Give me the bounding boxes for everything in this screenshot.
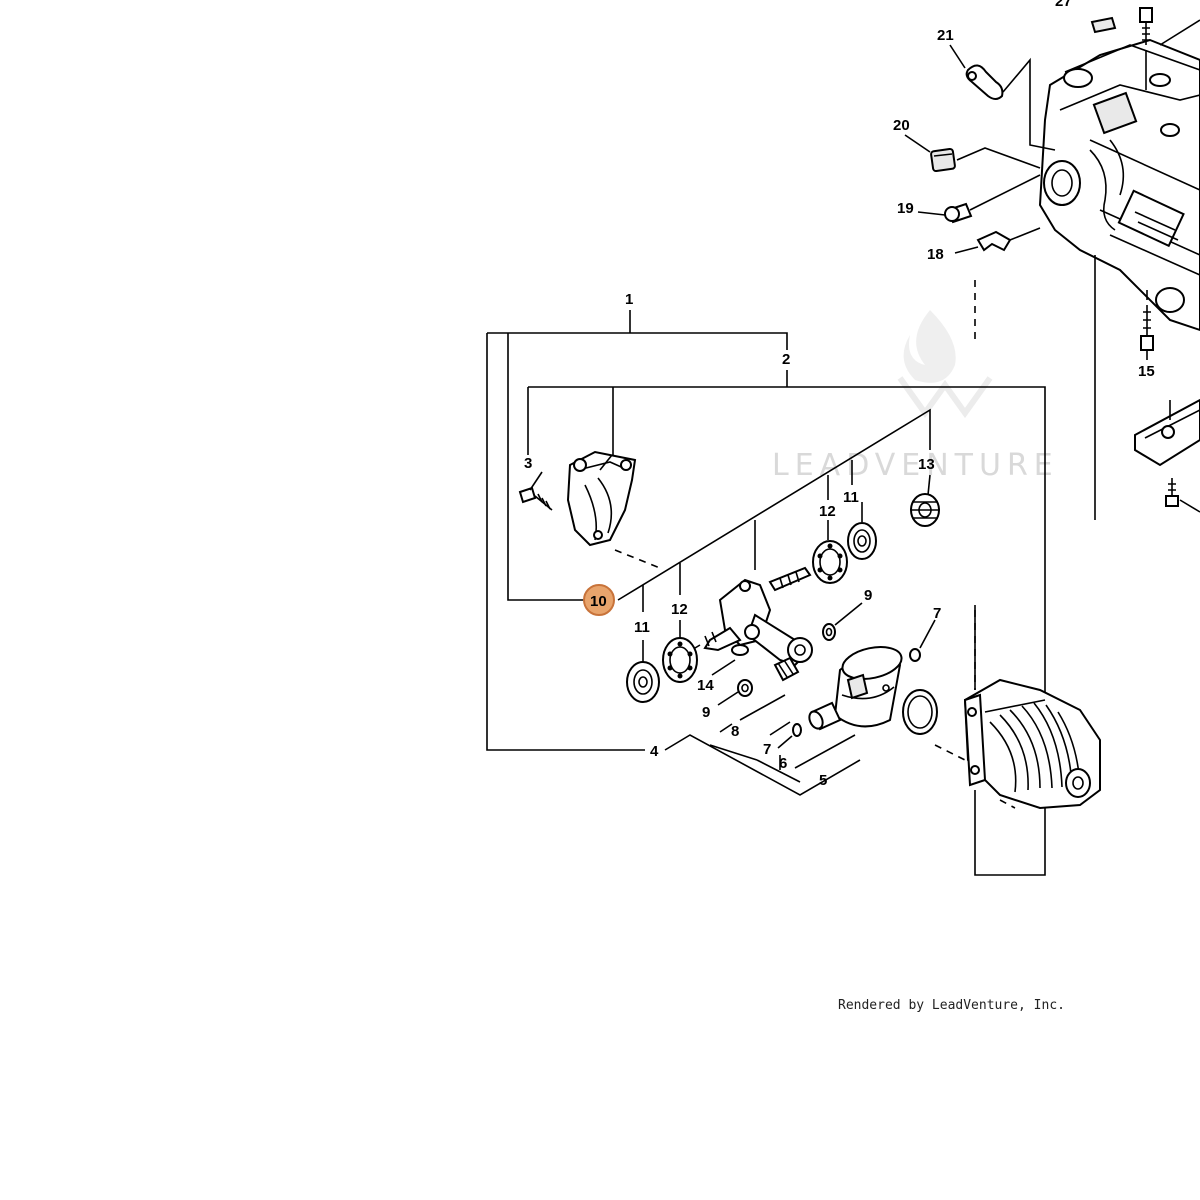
part-19-screw: [944, 202, 973, 224]
cylinder: [963, 678, 1101, 810]
watermark-text: LEADVENTURE: [772, 448, 1059, 483]
part-7-clip-lower: [792, 723, 802, 737]
callout-20[interactable]: 20: [893, 117, 910, 134]
part-18-bracket: [976, 230, 1012, 252]
part-12-bearing-right: [812, 540, 848, 584]
callout-7-lower[interactable]: 7: [763, 741, 771, 758]
piston: [833, 646, 903, 728]
callout-1[interactable]: 1: [625, 291, 633, 308]
engine-housing-assembly: [1038, 16, 1200, 332]
callout-19[interactable]: 19: [897, 200, 914, 217]
callout-8[interactable]: 8: [731, 723, 739, 740]
callout-15[interactable]: 15: [1138, 363, 1155, 380]
callout-11-left[interactable]: 11: [634, 619, 650, 636]
callout-9-right[interactable]: 9: [864, 587, 872, 604]
part-12-bearing-left: [662, 637, 698, 683]
part-9-washer-left: [737, 679, 753, 697]
callout-11-right[interactable]: 11: [843, 489, 859, 506]
callout-2[interactable]: 2: [782, 351, 790, 368]
crankcase-half: [566, 450, 637, 547]
callout-21[interactable]: 21: [937, 27, 954, 44]
credit-text: Rendered by LeadVenture, Inc.: [838, 998, 1065, 1013]
callout-18[interactable]: 18: [927, 246, 944, 263]
callout-6[interactable]: 6: [779, 755, 787, 772]
part-7-clip-right: [909, 648, 921, 662]
part-11-seal-right: [847, 522, 877, 560]
mount-plate: [1134, 398, 1200, 467]
callout-10[interactable]: 10: [590, 593, 607, 610]
bolt-lower-right: [1165, 478, 1200, 513]
part-11-seal-left: [626, 661, 660, 703]
callout-14[interactable]: 14: [697, 677, 714, 694]
part-3-bolt: [518, 486, 553, 511]
part-21-lever: [965, 64, 1004, 100]
part-15-bolt: [1140, 305, 1154, 351]
callout-10-highlight[interactable]: [583, 584, 615, 616]
callout-5[interactable]: 5: [819, 772, 827, 789]
callout-3[interactable]: 3: [524, 455, 532, 472]
part-5-piston-ring: [902, 689, 938, 735]
part-8-needle-cage: [773, 656, 800, 682]
bolt-top-right: [1139, 7, 1153, 90]
part-14-key: [731, 644, 749, 656]
watermark-logo: [897, 310, 993, 419]
callout-27[interactable]: 27: [1055, 0, 1072, 10]
callout-13[interactable]: 13: [918, 456, 935, 473]
callout-9-left[interactable]: 9: [702, 704, 710, 721]
callout-12-right[interactable]: 12: [819, 503, 836, 520]
crankshaft: [694, 566, 813, 667]
callout-4[interactable]: 4: [650, 743, 659, 760]
part-13-bearing: [910, 493, 940, 527]
callout-12-left[interactable]: 12: [671, 601, 688, 618]
part-20-block: [930, 147, 956, 173]
part-6-piston-pin: [808, 701, 842, 731]
callout-7-right[interactable]: 7: [933, 605, 941, 622]
part-9-washer-right: [822, 623, 836, 641]
